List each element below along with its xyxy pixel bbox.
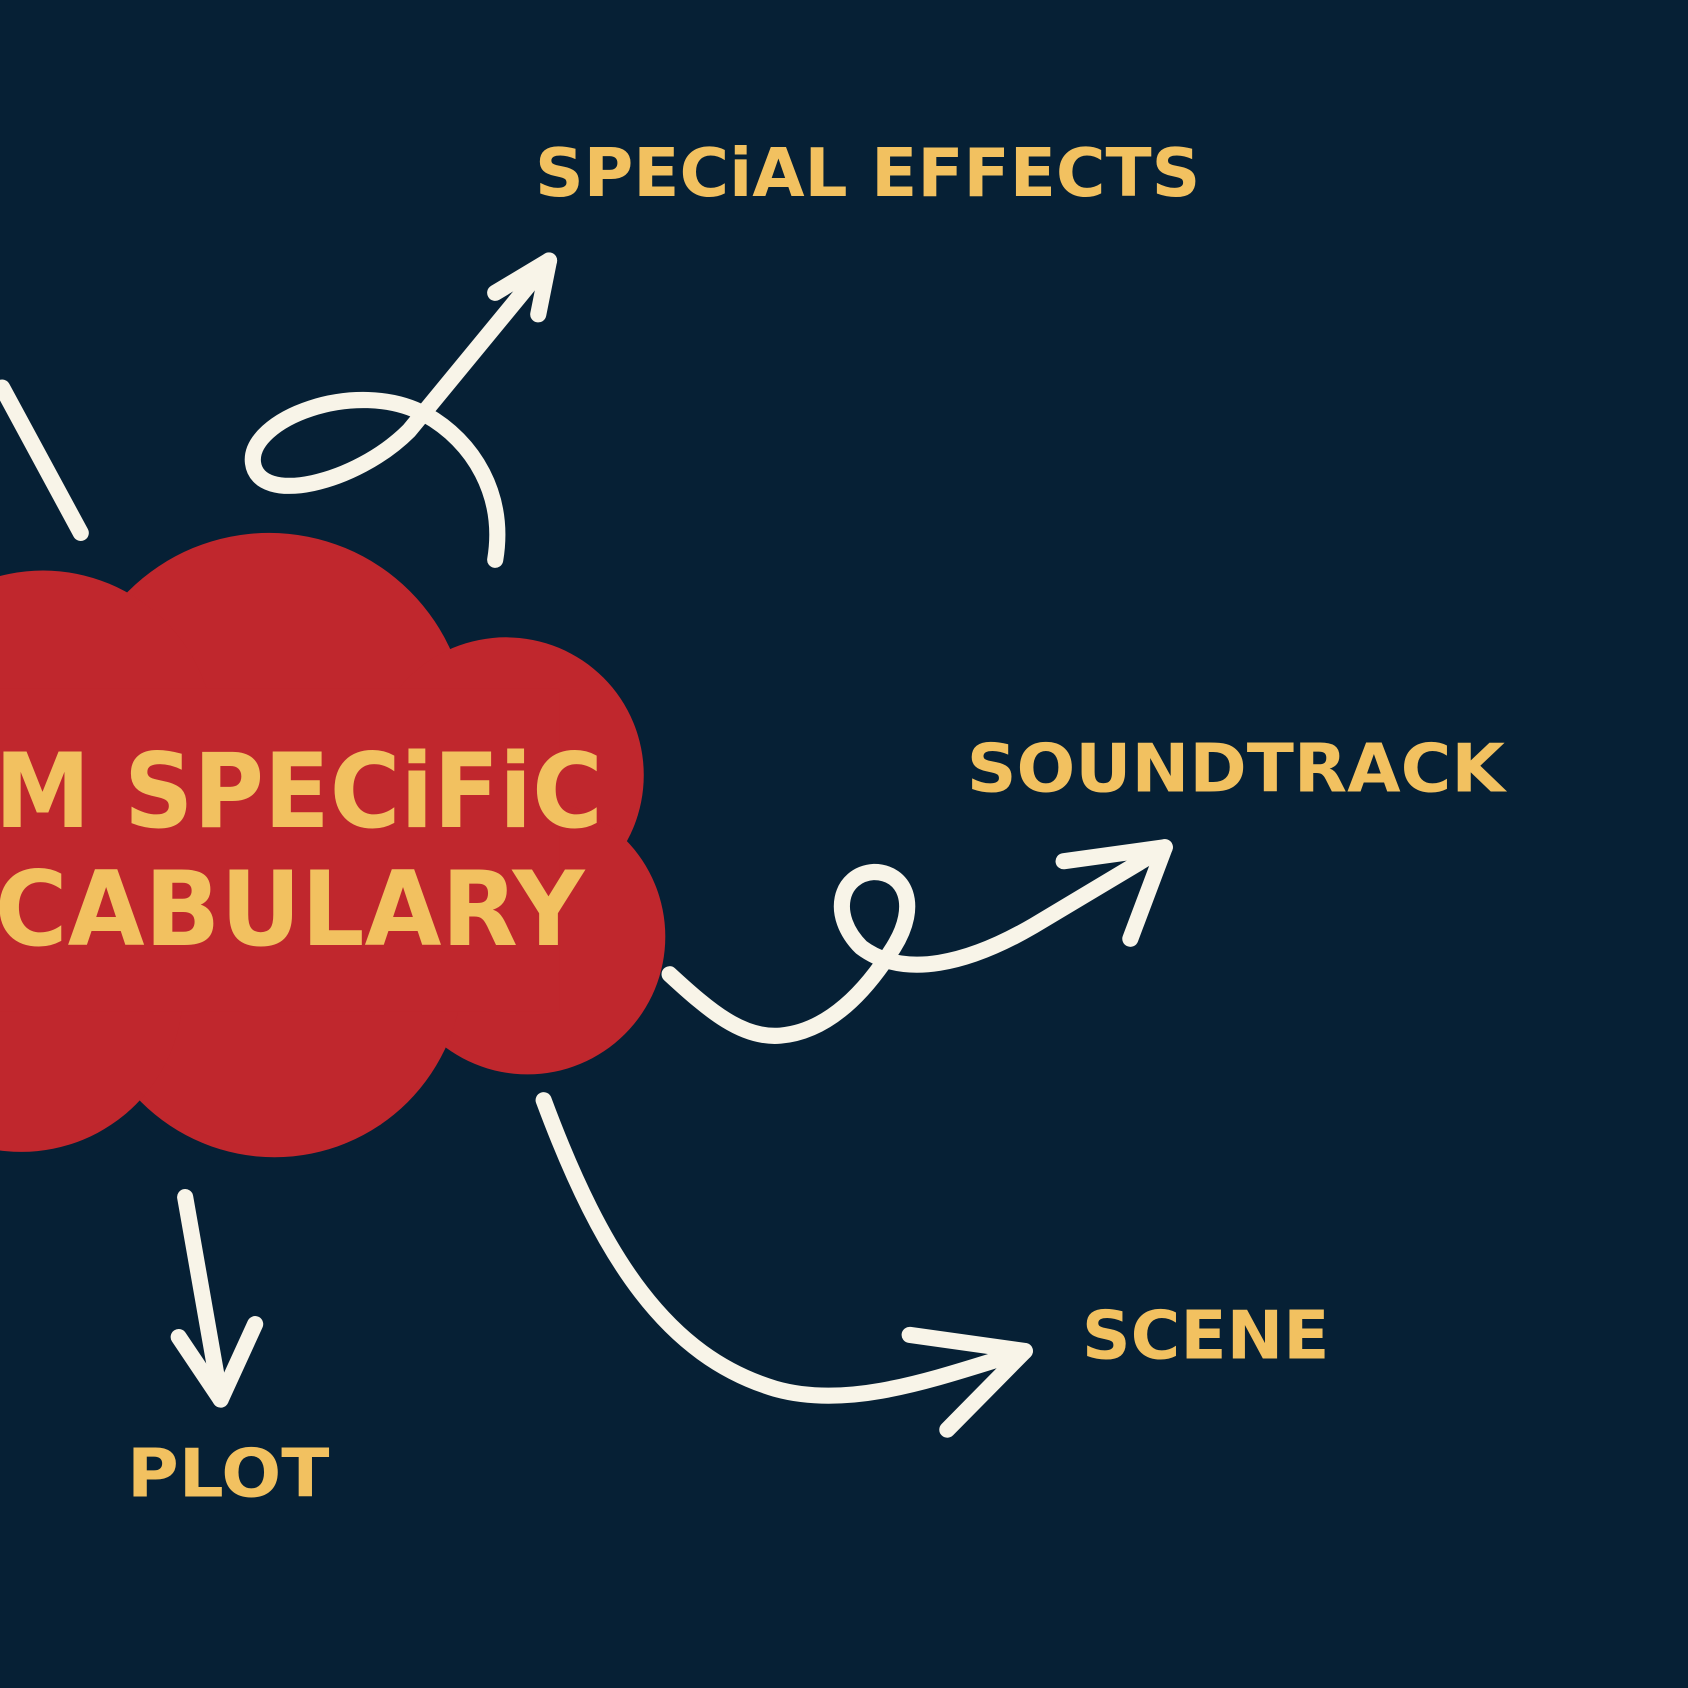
center-title-line2: CABULARY bbox=[0, 850, 586, 970]
branch-label-scene: SCENE bbox=[1082, 1297, 1330, 1375]
branch-label-special-effects: SPECiAL EFFECTS bbox=[535, 134, 1200, 212]
center-cloud bbox=[0, 532, 666, 1158]
arrow-special-effects bbox=[244, 252, 558, 568]
partial-arrow-left bbox=[0, 379, 89, 541]
arrow-plot bbox=[170, 1189, 264, 1408]
branch-label-soundtrack: SOUNDTRACK bbox=[967, 729, 1508, 807]
arrow-soundtrack bbox=[661, 839, 1173, 1044]
branch-label-plot: PLOT bbox=[127, 1434, 330, 1512]
arrow-scene bbox=[535, 1092, 1033, 1438]
center-title-line1: M SPECiFiC bbox=[0, 732, 603, 852]
